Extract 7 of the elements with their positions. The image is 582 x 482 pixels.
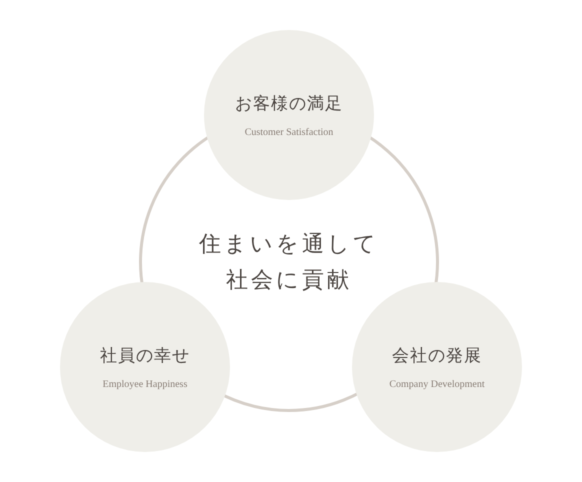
circle-subtitle: Employee Happiness — [102, 379, 188, 390]
circle-subtitle: Customer Satisfaction — [244, 127, 334, 138]
circle-title: お客様の満足 — [235, 93, 343, 115]
center-text: 住まいを通して社会に貢献 — [199, 230, 379, 294]
circle-title: 会社の発展 — [392, 345, 482, 367]
circle-subtitle: Company Development — [389, 379, 485, 390]
circle-title: 社員の幸せ — [100, 345, 190, 367]
